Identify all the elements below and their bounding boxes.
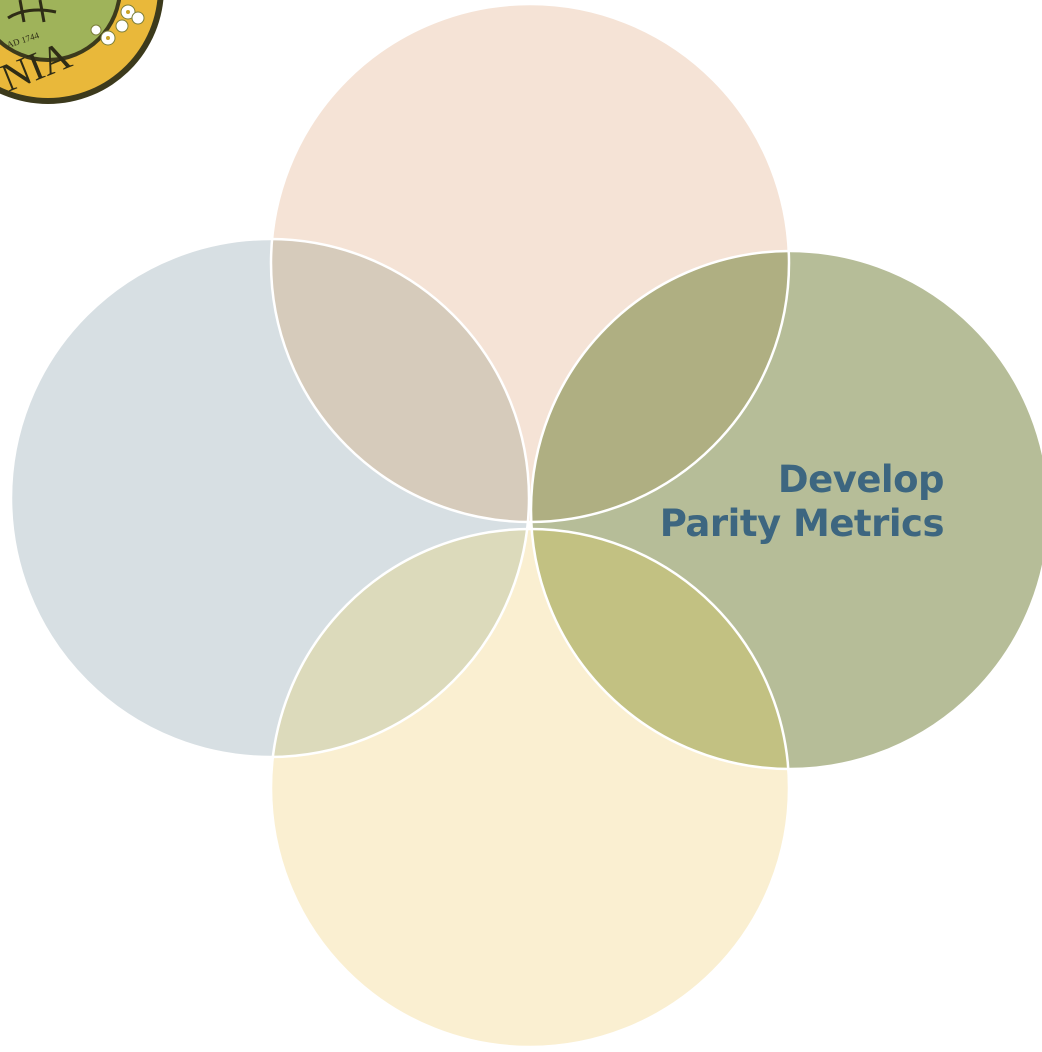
seal-logo: AD 1744 NIA	[0, 0, 164, 104]
overlap-top-left	[271, 239, 529, 522]
flower-icon	[90, 4, 145, 46]
overlap-bottom-right	[531, 529, 789, 769]
overlap-top-right	[531, 251, 789, 522]
overlap-bottom-left	[271, 529, 529, 757]
label-line: Parity Metrics	[659, 502, 945, 545]
circle-right-label: Develop Parity Metrics	[659, 458, 945, 546]
label-line: Develop	[777, 458, 945, 501]
